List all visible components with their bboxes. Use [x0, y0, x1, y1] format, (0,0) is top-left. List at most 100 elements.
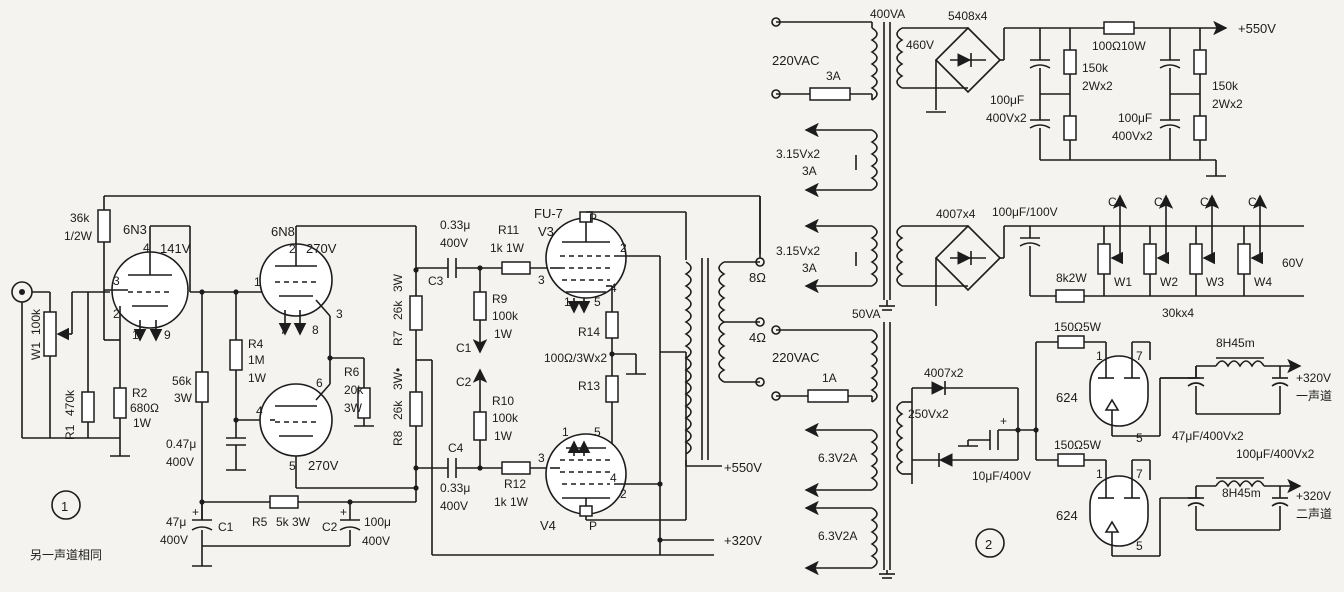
hv-secondary: 460V — [906, 38, 934, 52]
c1-capacitor: + 47μ C1 400V — [160, 502, 234, 567]
v4-pin-1: 1 — [562, 425, 569, 439]
v3-type: FU-7 — [534, 206, 563, 221]
choke-filter-2: 8H45m 100μF/400Vx2 +320V 二声道 — [1187, 447, 1332, 531]
v1-tube-6n3: 6N3 141V 4 3 2 1 9 — [104, 222, 191, 342]
rect2-pin-5: 5 — [1136, 539, 1143, 553]
heater-63v-2: 6.3V2A — [804, 500, 872, 576]
r4-resistor: R4 1M 1W — [229, 292, 267, 420]
cap-bank-a: 100μF 400Vx2 — [986, 28, 1051, 160]
bridge-1-label: 5408x4 — [948, 9, 988, 23]
cap-a-volt: 400Vx2 — [986, 111, 1027, 125]
diagram2-number: 2 — [985, 537, 992, 552]
r10-value: 100k — [492, 411, 519, 425]
r10-label: R10 — [492, 394, 514, 408]
heater-2-amp: 3A — [802, 261, 817, 275]
r12-value: 1k 1W — [494, 495, 529, 509]
heater-1-amp: 3A — [802, 164, 817, 178]
r-100ohm-10w: 100Ω10W — [1092, 21, 1146, 53]
v1-type: 6N3 — [123, 222, 147, 237]
v3-pin-5: 5 — [594, 295, 601, 309]
cap-0-47u: 0.47μ 400V — [166, 420, 246, 471]
c4-value: 0.33μ — [440, 481, 470, 495]
v1-pin-1: 1 — [132, 328, 139, 342]
v3-tube-fu7: FU-7 V3 P 2 3 1 5 4 — [534, 206, 627, 314]
r8-resistor: R8 26k 3W• — [391, 368, 423, 446]
v2a-pin-8: 8 — [312, 323, 319, 337]
out-1-volt: +320V — [1296, 371, 1331, 385]
v1-pin-9: 9 — [164, 328, 171, 342]
v2b-pin-5: 5 — [289, 459, 296, 473]
pot-w2-label: W2 — [1160, 275, 1178, 289]
r11-resistor: R11 1k 1W — [480, 223, 550, 275]
rect2-pin-1: 1 — [1096, 467, 1103, 481]
v2a-pin-1: 1 — [254, 275, 261, 289]
choke-filter-1: 8H45m 47μF/400Vx2 +320V 一声道 — [1172, 336, 1332, 443]
bias-c2-label: C2 — [456, 375, 472, 389]
r-150k-a-watt: 2Wx2 — [1082, 79, 1113, 93]
v1-voltage: 141V — [160, 241, 191, 256]
rectifier-1-type: 624 — [1056, 390, 1078, 405]
pot-c2-label: C2 — [1154, 195, 1170, 209]
rectifier-tube-2: 624 1 7 5 — [1056, 460, 1149, 557]
svg-text:+: + — [340, 505, 347, 519]
c1-label: C1 — [218, 520, 234, 534]
r9-value: 100k — [492, 309, 519, 323]
hv-output: +550V — [1238, 21, 1276, 36]
c4-label: C4 — [448, 441, 464, 455]
v2b-pin-4: 4 — [256, 404, 263, 418]
r10-watt: 1W — [494, 429, 513, 443]
cap-bank-b: 100μF 400Vx2 — [1112, 28, 1181, 160]
out-1-channel: 一声道 — [1296, 389, 1332, 403]
r-150k-a: 150k 2Wx2 — [1063, 28, 1113, 160]
r4-watt: 1W — [248, 371, 267, 385]
r13-r14-value: 100Ω/3Wx2 — [544, 351, 607, 365]
v2b-tube: 6 4 5 270V — [256, 376, 339, 488]
v4-pin-5: 5 — [594, 425, 601, 439]
aux-transformer-50va: 50VA — [852, 307, 904, 579]
rect2-pin-7: 7 — [1136, 467, 1143, 481]
pot-w3-label: W3 — [1206, 275, 1224, 289]
bridge-rectifier-4007: 4007x4 — [934, 207, 1002, 292]
r6-resistor: R6 20k 3W — [330, 357, 374, 427]
c2-value: 100μ — [364, 515, 391, 529]
heater-out-1: 3.15Vx2 3A — [776, 122, 872, 198]
v4-pin-3: 3 — [538, 451, 545, 465]
r9-label: R9 — [492, 292, 508, 306]
out-8ohm: 8Ω — [749, 270, 766, 285]
v4-ref: V4 — [540, 518, 556, 533]
v2a-pin-3: 3 — [336, 307, 343, 321]
cap-10uf-label: 10μF/400V — [972, 469, 1031, 483]
cap-100uf-100v-label: 100μF/100V — [992, 205, 1058, 219]
r2-label: R2 — [132, 386, 148, 400]
r6-watt: 3W — [344, 401, 363, 415]
out-4ohm: 4Ω — [749, 330, 766, 345]
r12-label: R12 — [504, 477, 526, 491]
cap-100uf-100v: 100μF/100V — [992, 205, 1058, 296]
bridge-rectifier-5408: 5408x4 — [934, 9, 1002, 94]
cap-b-value: 100μF — [1118, 111, 1152, 125]
heater-1-volt: 3.15Vx2 — [776, 147, 820, 161]
cap-047-volt: 400V — [166, 455, 194, 469]
bias-pot-w1: W1 C1 — [1097, 194, 1132, 296]
heater-63v-1: 6.3V2A — [804, 422, 872, 498]
bias-c1-label: C1 — [456, 341, 472, 355]
r11-label: R11 — [498, 223, 519, 237]
r9-watt: 1W — [494, 327, 513, 341]
r-8k2w: 8k2W — [1055, 271, 1087, 303]
r4-label: R4 — [248, 337, 264, 351]
diagram1-number-circle — [51, 490, 81, 520]
r7-watt: 3W — [391, 273, 405, 292]
v2a-pin-2: 2 — [289, 242, 296, 256]
v4-pin-2: 2 — [620, 487, 627, 501]
bias-pot-w4: W4 C4 — [1237, 194, 1272, 296]
bridge-2-label: 4007x4 — [936, 207, 976, 221]
c2-capacitor: + C2 100μ 400V — [322, 502, 391, 548]
output-transformer: 8Ω 4Ω — [660, 257, 766, 460]
r-150ohm-b: 150Ω5W — [1036, 438, 1106, 467]
bias-pot-w2: W2 C2 — [1143, 194, 1178, 296]
v3-ref: V3 — [538, 224, 554, 239]
t2-rating: 50VA — [852, 307, 880, 321]
r6-value: 20k — [344, 383, 364, 397]
rail-320v: +320V — [724, 533, 762, 548]
